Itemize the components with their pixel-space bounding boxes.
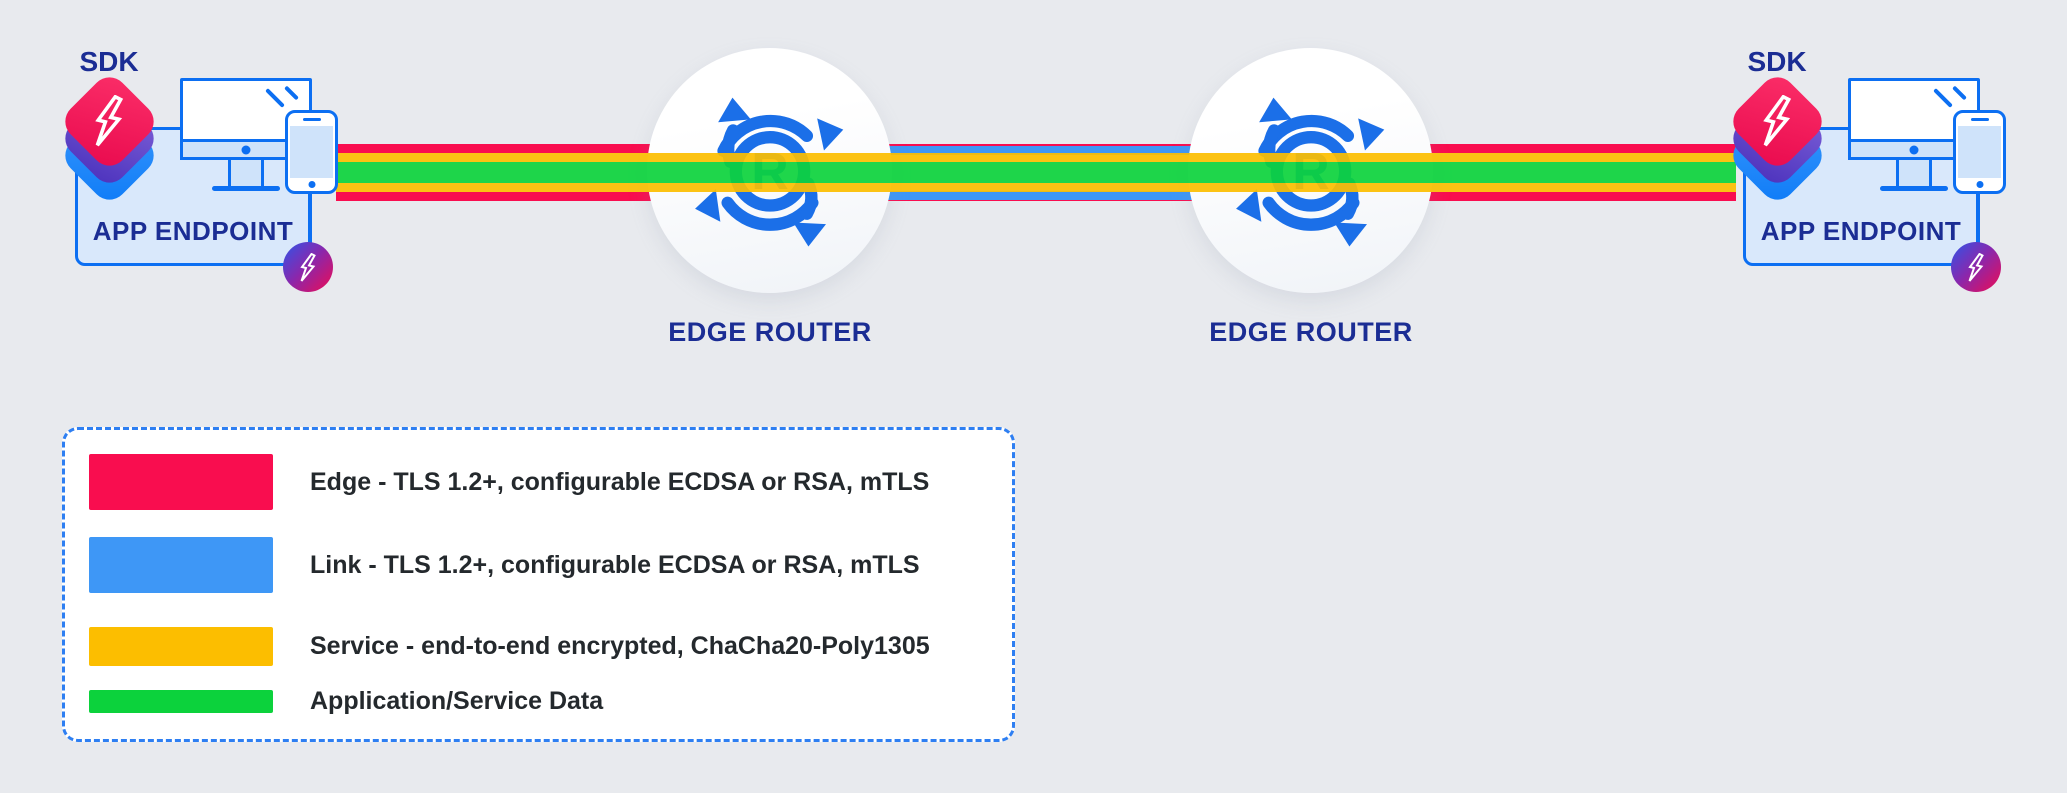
badge-connector-line <box>1976 190 1980 246</box>
monitor-stand <box>228 160 264 186</box>
monitor-base <box>212 186 280 191</box>
phone-speaker <box>302 118 321 121</box>
link-stripe-top <box>770 145 1311 155</box>
badge-connector-line <box>308 190 312 246</box>
legend-row-application-data: Application/Service Data <box>89 687 604 715</box>
app-endpoint-left: SDK APP ENDPOINT <box>0 0 360 320</box>
legend-row-edge: Edge - TLS 1.2+, configurable ECDSA or R… <box>89 454 929 510</box>
lightning-bolt-icon <box>300 252 316 282</box>
phone-screen <box>290 126 333 178</box>
phone-home-button <box>308 181 315 188</box>
sdk-label: SDK <box>1747 46 1807 77</box>
legend-label-edge: Edge - TLS 1.2+, configurable ECDSA or R… <box>310 467 930 496</box>
phone-icon <box>1953 110 2006 194</box>
edge-router-label-right: EDGE ROUTER <box>1209 317 1413 347</box>
monitor-stand <box>1896 160 1932 186</box>
monitor-base <box>1880 186 1948 191</box>
ziti-identity-badge <box>1951 242 2001 292</box>
legend-swatch-service <box>89 627 273 666</box>
legend-label-link: Link - TLS 1.2+, configurable ECDSA or R… <box>310 550 920 579</box>
legend-label-service: Service - end-to-end encrypted, ChaCha20… <box>310 632 930 660</box>
phone-speaker <box>1970 118 1989 121</box>
monitor-camera-dot <box>241 145 251 154</box>
phone-icon <box>285 110 338 194</box>
service-stripe-bottom <box>336 183 1736 192</box>
monitor-camera-dot <box>1909 145 1919 154</box>
application-data-stripe <box>336 162 1736 183</box>
legend-swatch-application-data <box>89 690 273 713</box>
app-endpoint-label: APP ENDPOINT <box>92 216 294 246</box>
lightning-bolt-icon <box>95 95 124 147</box>
legend-row-link: Link - TLS 1.2+, configurable ECDSA or R… <box>89 537 920 593</box>
link-stripe-bottom <box>770 190 1311 200</box>
ziti-identity-badge <box>283 242 333 292</box>
app-endpoint-right: SDK APP ENDPOINT <box>1668 0 2028 320</box>
legend-label-application-data: Application/Service Data <box>310 687 604 715</box>
service-stripe-top <box>336 153 1736 162</box>
lightning-bolt-icon <box>1968 252 1984 282</box>
legend-swatch-link <box>89 537 273 593</box>
app-endpoint-label: APP ENDPOINT <box>1760 216 1962 246</box>
legend: Edge - TLS 1.2+, configurable ECDSA or R… <box>62 427 1015 742</box>
phone-screen <box>1958 126 2001 178</box>
legend-row-service: Service - end-to-end encrypted, ChaCha20… <box>89 627 930 666</box>
lightning-bolt-icon <box>1763 95 1792 147</box>
phone-home-button <box>1976 181 1983 188</box>
sdk-label: SDK <box>79 46 139 77</box>
edge-router-label-left: EDGE ROUTER <box>668 317 872 347</box>
legend-swatch-edge <box>89 454 273 510</box>
